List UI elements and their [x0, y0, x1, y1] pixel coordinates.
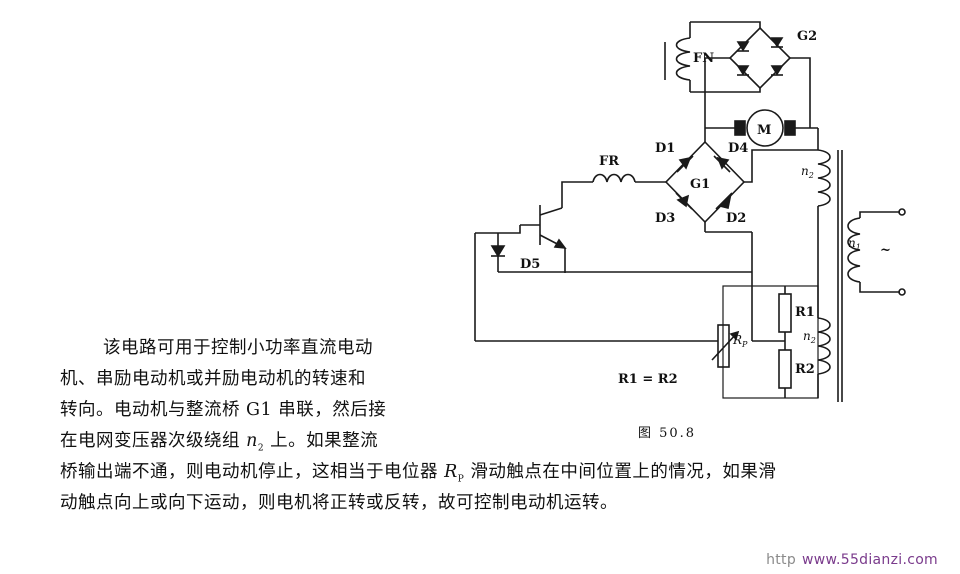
d1-label: D1: [655, 141, 675, 156]
g2-label: G2: [797, 29, 817, 44]
motor-m: M: [705, 109, 818, 147]
motor-label: M: [757, 123, 771, 138]
watermark-site: www.55dianzi.com: [802, 552, 938, 568]
d2-label: D2: [726, 211, 746, 226]
rp-label: RP: [732, 333, 748, 349]
n1-terminal-top: [898, 208, 906, 216]
potentiometer-rp: [717, 324, 730, 368]
d3-label: D3: [655, 211, 675, 226]
resistor-r1: [778, 293, 792, 333]
watermark-prefix: http: [766, 552, 797, 568]
g1-label: G1: [690, 177, 710, 192]
rectifier-bridge-g2: G2: [690, 21, 817, 128]
equation-label: R1 = R2: [618, 372, 678, 387]
resistor-r2: [778, 349, 792, 389]
watermark: http www.55dianzi.com: [766, 552, 938, 568]
n1-terminal-bottom: [898, 288, 906, 296]
description-line-4: 在电网变压器次级绕组 n2 上。如果整流: [60, 431, 379, 454]
d5-label: D5: [520, 257, 540, 272]
transistor: [520, 205, 567, 273]
n1-tilde: ~: [880, 243, 891, 258]
n2-top-label: n2: [801, 164, 814, 180]
r2-label: R2: [795, 362, 815, 377]
description-line-5: 桥输出端不通，则电动机停止，这相当于电位器 RP 滑动触点在中间位置上的情况，如…: [60, 462, 777, 485]
d4-label: D4: [728, 141, 748, 156]
description-line-3: 转向。电动机与整流桥 G1 串联，然后接: [60, 400, 387, 420]
transformer: n2 n1 ~ n2: [801, 128, 906, 402]
description-line-2: 机、串励电动机或并励电动机的转速和: [60, 369, 366, 389]
n1-label: n1: [848, 236, 861, 252]
series-winding-fr: FR: [561, 154, 666, 208]
description-line-6: 动触点向上或向下运动，则电机将正转或反转，故可控制电动机运转。: [60, 493, 618, 513]
diode-d5: D5: [474, 225, 752, 341]
fn-label: FN: [693, 51, 714, 66]
r1-label: R1: [795, 305, 815, 320]
fr-label: FR: [599, 154, 619, 169]
n2-bottom-label: n2: [803, 329, 816, 345]
rectifier-bridge-g1: D1 D4 G1 D3 D2: [655, 128, 818, 233]
resistor-network: R1 R2 RP: [475, 215, 819, 399]
figure-caption: 图 50.8: [638, 426, 697, 441]
field-winding-fn: FN: [664, 22, 714, 92]
description-line-1: 该电路可用于控制小功率直流电动: [103, 338, 373, 358]
